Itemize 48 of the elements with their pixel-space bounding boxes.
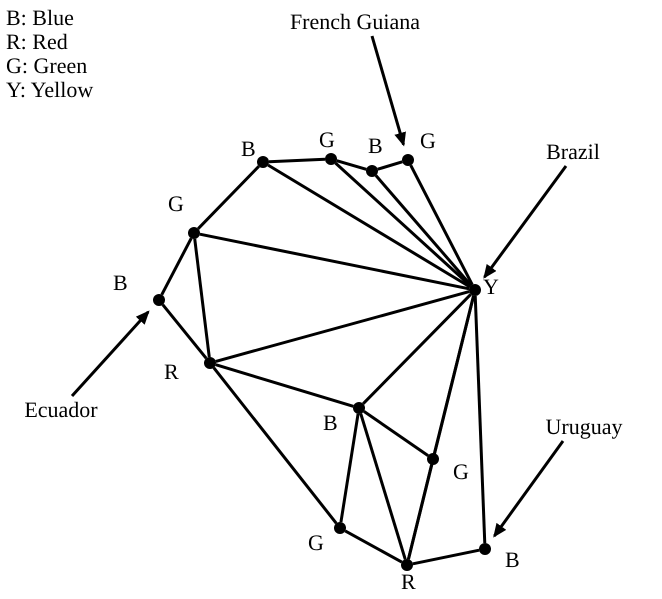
- graph-edge: [406, 295, 476, 560]
- graph-edge: [363, 410, 429, 457]
- arrow: [70, 310, 150, 397]
- vertex-label: G: [319, 129, 335, 151]
- legend-text: R: Red: [6, 30, 69, 54]
- graph-edge: [339, 414, 360, 522]
- vertex-label: B: [368, 135, 383, 157]
- graph-edge: [268, 158, 326, 164]
- graph-edge: [215, 290, 470, 363]
- legend-text: G: Green: [6, 54, 88, 78]
- vertex-label: G: [420, 130, 436, 152]
- country-label: Uruguay: [546, 416, 622, 438]
- graph-edge: [200, 232, 470, 290]
- graph-edge: [412, 548, 480, 566]
- graph-edge: [359, 413, 407, 560]
- graph-edge: [374, 174, 472, 286]
- vertex-label: R: [164, 361, 179, 383]
- vertex-label: B: [113, 272, 128, 294]
- country-label: Ecuador: [24, 399, 98, 421]
- country-label: Brazil: [546, 141, 600, 163]
- graph-edge: [160, 238, 193, 296]
- graph-edge: [267, 164, 471, 288]
- vertex-label: B: [505, 549, 520, 571]
- arrow: [493, 440, 564, 538]
- graph-edge: [212, 366, 338, 524]
- graph-edge: [344, 530, 402, 564]
- arrow: [370, 36, 406, 147]
- vertex-label: B: [323, 412, 338, 434]
- graph-edge: [215, 363, 354, 408]
- legend-text: B: Blue: [6, 6, 75, 30]
- vertex-label: G: [308, 532, 324, 554]
- country-label: French Guiana: [290, 11, 420, 33]
- graph-edge: [409, 164, 474, 286]
- graph-edge: [362, 293, 472, 405]
- vertex-label: Y: [483, 276, 499, 298]
- vertex-label: G: [168, 193, 184, 215]
- graph-edge: [162, 304, 208, 360]
- graph-edge: [377, 160, 403, 171]
- graph-edge: [336, 159, 367, 171]
- graph-edge: [193, 238, 211, 358]
- graph-edge: [474, 296, 486, 544]
- graph-edge: [197, 165, 260, 230]
- vertex-label: G: [453, 461, 469, 483]
- vertex-label: B: [241, 138, 256, 160]
- graph-edge: [334, 162, 472, 288]
- arrow: [483, 165, 568, 279]
- legend-text: Y: Yellow: [6, 78, 94, 102]
- vertex-label: R: [401, 571, 416, 593]
